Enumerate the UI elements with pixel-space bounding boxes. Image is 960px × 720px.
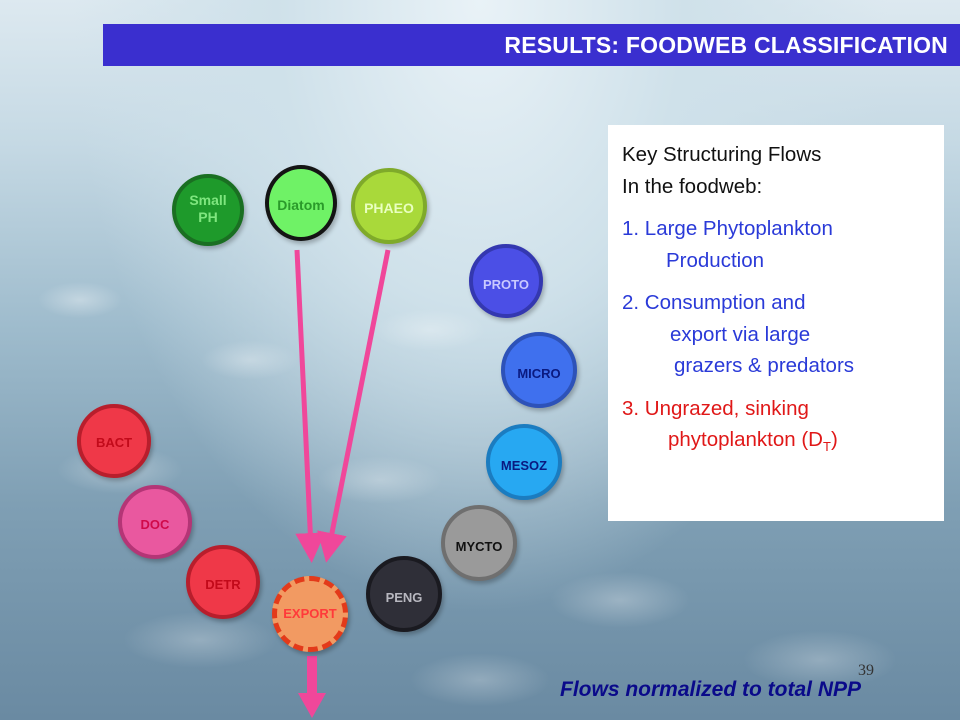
- node-export-label: EXPORT: [283, 606, 337, 621]
- node-micro-label: MICRO: [517, 366, 561, 381]
- slide-title: RESULTS: FOODWEB CLASSIFICATION: [504, 31, 948, 58]
- node-small-ph: Small PH: [172, 174, 244, 246]
- node-small-ph-label: Small PH: [189, 192, 227, 225]
- arrow-diatom-to-export: [294, 249, 326, 563]
- node-phaeo: PHAEO: [351, 168, 427, 244]
- key-item2-line2: export via large: [670, 322, 811, 346]
- node-doc: DOC: [118, 485, 192, 559]
- node-peng: PENG: [366, 556, 442, 632]
- node-proto: PROTO: [469, 244, 543, 318]
- key-item3-line1: 3. Ungrazed, sinking: [622, 396, 809, 420]
- node-bact-label: BACT: [95, 435, 133, 450]
- node-mesoz-label: MESOZ: [500, 458, 548, 473]
- key-item2-line3: grazers & predators: [674, 354, 855, 377]
- node-detr-label: DETR: [205, 577, 241, 592]
- key-flows-box: Key Structuring Flows In the foodweb: 1.…: [608, 125, 944, 521]
- key-item3-line2: phytoplankton (DT): [622, 424, 944, 456]
- key-item2-line1: 2. Consumption and: [622, 291, 806, 314]
- arrow-export-down-head: [298, 693, 326, 718]
- title-bar: RESULTS: FOODWEB CLASSIFICATION: [103, 24, 960, 66]
- node-proto-label: PROTO: [483, 277, 529, 292]
- key-heading-line1: Key Structuring Flows: [622, 143, 822, 166]
- node-diatom-label: Diatom: [277, 197, 325, 213]
- key-item1-line2: Production: [666, 248, 765, 272]
- node-detr: DETR: [186, 545, 260, 619]
- node-export: EXPORT: [272, 576, 348, 652]
- footer-note: Flows normalized to total NPP: [560, 678, 862, 701]
- key-item1-line1: 1. Large Phytoplankton: [622, 217, 833, 240]
- arrow-phaeo-to-export: [317, 249, 391, 563]
- key-item3-subscript: T: [822, 439, 831, 455]
- node-micro: MICRO: [501, 332, 577, 408]
- node-mesoz: MESOZ: [486, 424, 562, 500]
- node-doc-label: DOC: [140, 517, 170, 532]
- key-heading-line2: In the foodweb:: [622, 174, 763, 198]
- slide-number: 39: [858, 662, 874, 679]
- node-mycto-label: MYCTO: [455, 539, 503, 554]
- key-item3-prefix: phytoplankton (D: [668, 428, 823, 451]
- node-diatom: Diatom: [265, 165, 337, 241]
- node-phaeo-label: PHAEO: [364, 200, 414, 216]
- node-mycto: MYCTO: [441, 505, 517, 581]
- node-peng-label: PENG: [385, 590, 423, 605]
- node-bact: BACT: [77, 404, 151, 478]
- key-item3-suffix: ): [830, 428, 838, 451]
